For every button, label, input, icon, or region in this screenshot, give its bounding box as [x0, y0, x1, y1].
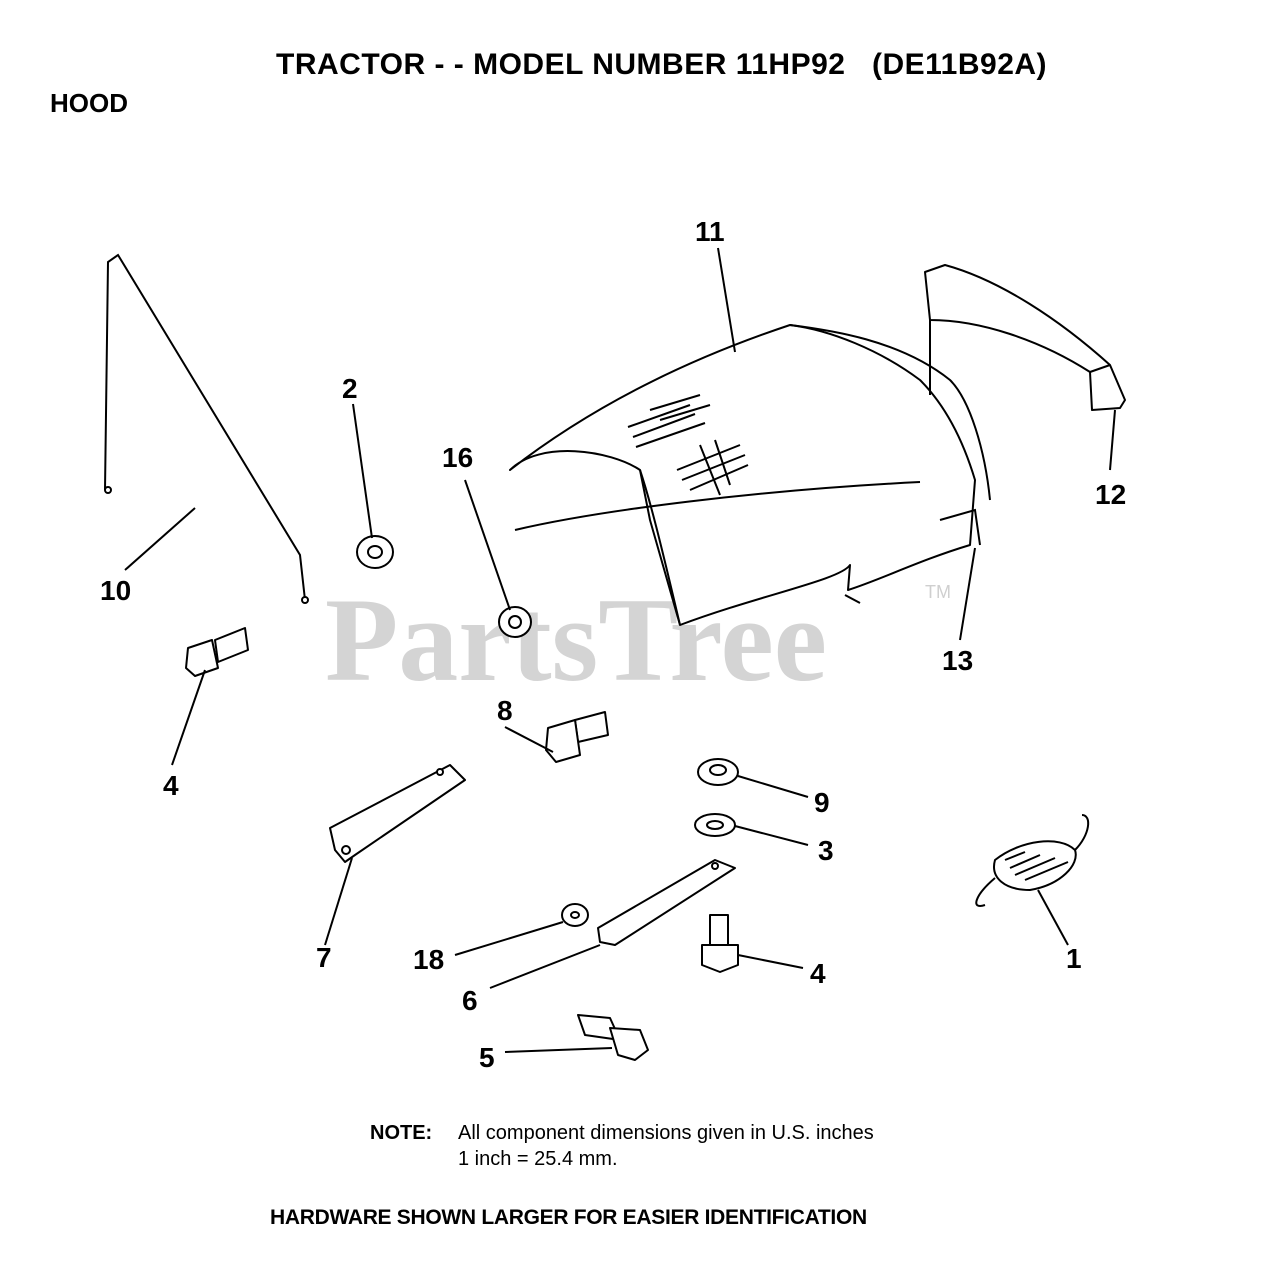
part-bolt-8[interactable] — [545, 711, 609, 763]
part-grille-insert[interactable] — [924, 264, 1126, 411]
page-title: TRACTOR - - MODEL NUMBER 11HP92 (DE11B92… — [276, 48, 1048, 81]
callout-12: 12 — [1095, 479, 1126, 510]
callout-2: 2 — [342, 373, 358, 404]
note-block: NOTE: All component dimensions given in U… — [370, 1120, 874, 1172]
footer-text: HARDWARE SHOWN LARGER FOR EASIER IDENTIF… — [270, 1206, 867, 1229]
callout-7: 7 — [316, 942, 332, 973]
callout-3: 3 — [818, 835, 834, 866]
callout-4-left: 4 — [163, 770, 179, 801]
part-hood[interactable] — [509, 300, 991, 626]
part-strap-6[interactable] — [597, 859, 736, 946]
part-bracket-7[interactable] — [329, 764, 466, 863]
callout-1: 1 — [1066, 943, 1082, 974]
watermark-tm: TM — [925, 582, 951, 602]
callout-11: 11 — [695, 216, 725, 247]
callout-4-right: 4 — [810, 958, 826, 989]
callout-8: 8 — [497, 695, 513, 726]
note-line-2: 1 inch = 25.4 mm. — [458, 1148, 618, 1170]
part-bolt-4-right[interactable] — [701, 914, 739, 973]
part-washer-3[interactable] — [694, 813, 736, 837]
part-nut-16[interactable] — [498, 606, 532, 638]
part-nut-9[interactable] — [697, 758, 739, 786]
part-bolt-4-left[interactable] — [185, 627, 249, 677]
callout-9: 9 — [814, 787, 830, 818]
part-spring-1[interactable] — [975, 814, 1090, 907]
part-bolt-5[interactable] — [577, 1014, 649, 1061]
part-nut-2[interactable] — [356, 535, 394, 569]
callout-5: 5 — [479, 1042, 495, 1073]
callout-16: 16 — [442, 442, 473, 473]
leader-lines — [124, 247, 1116, 1053]
section-title: HOOD — [50, 88, 128, 118]
note-line-1: All component dimensions given in U.S. i… — [458, 1122, 874, 1144]
callout-6: 6 — [462, 985, 478, 1016]
part-rod[interactable] — [104, 253, 309, 604]
note-label: NOTE: — [370, 1122, 433, 1144]
callout-18: 18 — [413, 944, 444, 975]
hood-vents — [627, 394, 749, 496]
callout-13: 13 — [942, 645, 973, 676]
callout-10: 10 — [100, 575, 131, 606]
part-washer-18[interactable] — [561, 903, 589, 927]
